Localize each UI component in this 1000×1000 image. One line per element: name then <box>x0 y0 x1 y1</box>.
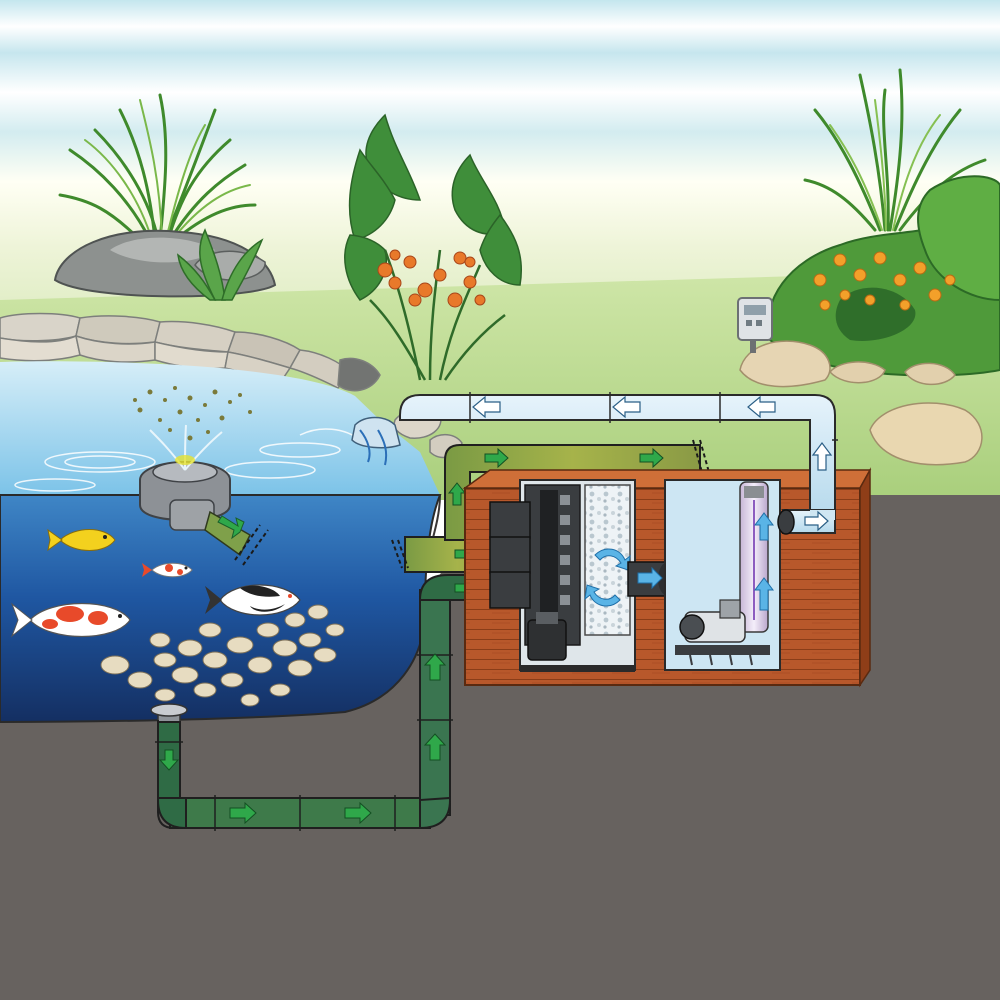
pond-filtration-diagram <box>0 0 1000 1000</box>
